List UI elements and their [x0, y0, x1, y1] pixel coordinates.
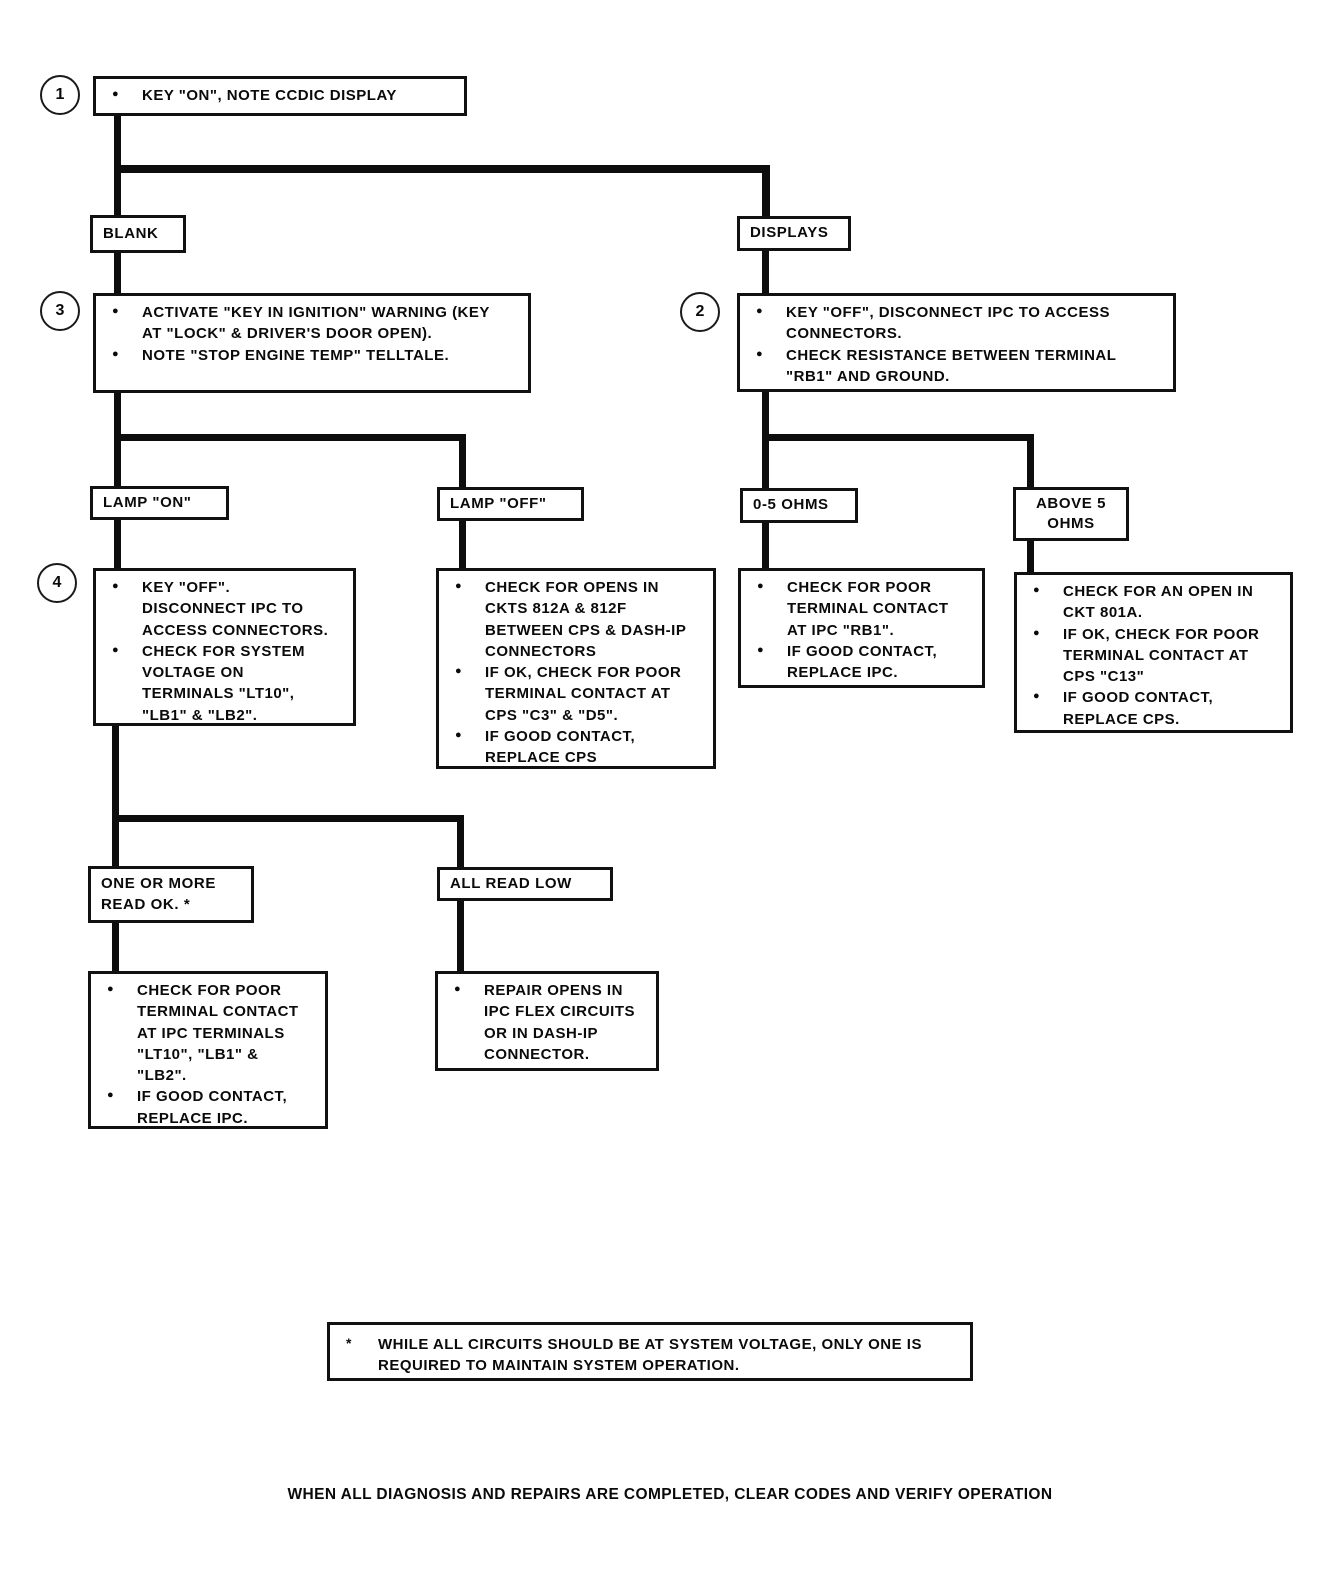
action-repair-opens-box: REPAIR OPENS IN IPC FLEX CIRCUITS OR IN …: [435, 971, 659, 1071]
action-repair-opens-bullets: REPAIR OPENS IN IPC FLEX CIRCUITS OR IN …: [448, 980, 646, 1065]
branch-blank-label: BLANK: [90, 215, 186, 253]
connector-line: [457, 901, 464, 971]
step4-box: KEY "OFF". DISCONNECT IPC TO ACCESS CONN…: [93, 568, 356, 726]
action-lamp-off-box: CHECK FOR OPENS IN CKTS 812A & 812F BETW…: [436, 568, 716, 769]
bullet-item: CHECK FOR OPENS IN CKTS 812A & 812F BETW…: [449, 577, 703, 662]
bullet-item: IF GOOD CONTACT, REPLACE IPC.: [101, 1086, 315, 1129]
bullet-item: IF GOOD CONTACT, REPLACE CPS.: [1027, 687, 1280, 730]
branch-lamp-off-label: LAMP "OFF": [437, 487, 584, 521]
footnote-text: WHILE ALL CIRCUITS SHOULD BE AT SYSTEM V…: [378, 1336, 922, 1374]
footnote-asterisk: *: [346, 1335, 352, 1351]
branch-displays-label: DISPLAYS: [737, 216, 851, 251]
branch-ohms-high-label: ABOVE 5 OHMS: [1013, 487, 1129, 541]
connector-line: [762, 523, 769, 568]
step-2-badge: 2: [680, 292, 720, 332]
bullet-item: IF GOOD CONTACT, REPLACE IPC.: [751, 641, 972, 684]
step3-box: ACTIVATE "KEY IN IGNITION" WARNING (KEY …: [93, 293, 531, 393]
footnote-box: * WHILE ALL CIRCUITS SHOULD BE AT SYSTEM…: [327, 1322, 973, 1381]
connector-line: [114, 165, 770, 173]
branch-one-or-more-label: ONE OR MORE READ OK. *: [88, 866, 254, 923]
bullet-item: IF GOOD CONTACT, REPLACE CPS: [449, 726, 703, 769]
branch-all-read-low-label: ALL READ LOW: [437, 867, 613, 901]
action-check-ipc-bullets: CHECK FOR POOR TERMINAL CONTACT AT IPC T…: [101, 980, 315, 1129]
step1-bullets: KEY "ON", NOTE CCDIC DISPLAY: [106, 85, 454, 106]
connector-line: [459, 521, 466, 568]
step2-bullets: KEY "OFF", DISCONNECT IPC TO ACCESS CONN…: [750, 302, 1163, 387]
connector-line: [457, 815, 464, 867]
action-ohms-low-box: CHECK FOR POOR TERMINAL CONTACT AT IPC "…: [738, 568, 985, 688]
bullet-item: CHECK FOR POOR TERMINAL CONTACT AT IPC "…: [751, 577, 972, 641]
branch-lamp-on-label: LAMP "ON": [90, 486, 229, 520]
connector-line: [114, 520, 121, 568]
connector-line: [114, 434, 466, 441]
bullet-item: REPAIR OPENS IN IPC FLEX CIRCUITS OR IN …: [448, 980, 646, 1065]
connector-line: [1027, 541, 1034, 572]
action-ohms-high-box: CHECK FOR AN OPEN IN CKT 801A.IF OK, CHE…: [1014, 572, 1293, 733]
action-ohms-low-bullets: CHECK FOR POOR TERMINAL CONTACT AT IPC "…: [751, 577, 972, 683]
bullet-item: NOTE "STOP ENGINE TEMP" TELLTALE.: [106, 345, 518, 366]
step2-box: KEY "OFF", DISCONNECT IPC TO ACCESS CONN…: [737, 293, 1176, 392]
connector-line: [762, 434, 1034, 441]
completion-instruction: WHEN ALL DIAGNOSIS AND REPAIRS ARE COMPL…: [287, 1486, 1053, 1503]
connector-line: [112, 923, 119, 971]
connector-line: [459, 434, 466, 487]
step-3-badge: 3: [40, 291, 80, 331]
bullet-item: KEY "OFF", DISCONNECT IPC TO ACCESS CONN…: [750, 302, 1163, 345]
connector-line: [112, 815, 464, 822]
connector-line: [114, 253, 121, 293]
connector-line: [762, 165, 770, 216]
branch-ohms-low-label: 0-5 OHMS: [740, 488, 858, 523]
bullet-item: ACTIVATE "KEY IN IGNITION" WARNING (KEY …: [106, 302, 518, 345]
connector-line: [112, 726, 119, 866]
connector-line: [1027, 434, 1034, 487]
step-1-badge: 1: [40, 75, 80, 115]
bullet-item: KEY "OFF". DISCONNECT IPC TO ACCESS CONN…: [106, 577, 343, 641]
bullet-item: KEY "ON", NOTE CCDIC DISPLAY: [106, 85, 454, 106]
step-4-badge: 4: [37, 563, 77, 603]
bullet-item: IF OK, CHECK FOR POOR TERMINAL CONTACT A…: [1027, 624, 1280, 688]
action-lamp-off-bullets: CHECK FOR OPENS IN CKTS 812A & 812F BETW…: [449, 577, 703, 769]
action-check-ipc-box: CHECK FOR POOR TERMINAL CONTACT AT IPC T…: [88, 971, 328, 1129]
bullet-item: IF OK, CHECK FOR POOR TERMINAL CONTACT A…: [449, 662, 703, 726]
step4-bullets: KEY "OFF". DISCONNECT IPC TO ACCESS CONN…: [106, 577, 343, 726]
bullet-item: CHECK FOR SYSTEM VOLTAGE ON TERMINALS "L…: [106, 641, 343, 726]
bullet-item: CHECK FOR POOR TERMINAL CONTACT AT IPC T…: [101, 980, 315, 1086]
step3-bullets: ACTIVATE "KEY IN IGNITION" WARNING (KEY …: [106, 302, 518, 366]
action-ohms-high-bullets: CHECK FOR AN OPEN IN CKT 801A.IF OK, CHE…: [1027, 581, 1280, 730]
bullet-item: CHECK RESISTANCE BETWEEN TERMINAL "RB1" …: [750, 345, 1163, 388]
bullet-item: CHECK FOR AN OPEN IN CKT 801A.: [1027, 581, 1280, 624]
connector-line: [762, 251, 769, 293]
step1-box: KEY "ON", NOTE CCDIC DISPLAY: [93, 76, 467, 116]
